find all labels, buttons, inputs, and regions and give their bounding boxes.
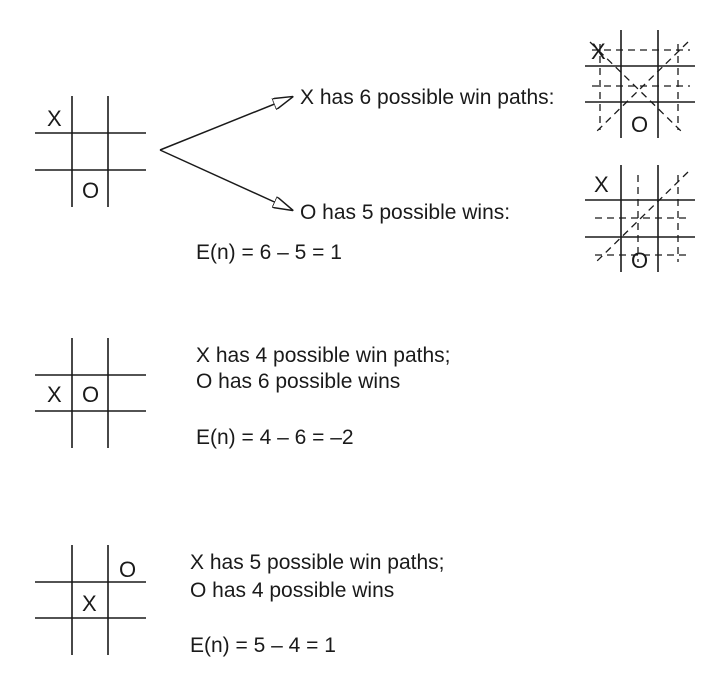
o-win-path-lines [595, 171, 689, 263]
o-paths-board-x: X [594, 172, 609, 197]
board-2-o-mark: O [82, 382, 99, 407]
equation-2: E(n) = 4 – 6 = –2 [196, 426, 354, 449]
board-1-x-mark: X [47, 106, 62, 131]
example-3-line-1: X has 5 possible win paths; [190, 551, 444, 574]
board-3 [35, 545, 146, 655]
equation-3: E(n) = 5 – 4 = 1 [190, 634, 336, 657]
board-3-o-mark: O [119, 557, 136, 582]
example-3-line-2: O has 4 possible wins [190, 579, 394, 602]
board-1 [35, 96, 146, 207]
board-3-x-mark: X [82, 591, 97, 616]
equation-1: E(n) = 6 – 5 = 1 [196, 241, 342, 264]
x-win-paths-label: X has 6 possible win paths: [300, 86, 554, 109]
x-paths-board-x: X [591, 39, 606, 64]
x-win-path-lines [589, 41, 690, 133]
example-2-line-2: O has 6 possible wins [196, 370, 400, 393]
board-2-x-mark: X [47, 382, 62, 407]
board-2 [35, 338, 146, 448]
arrow-to-x [159, 97, 292, 151]
arrows [159, 97, 292, 210]
o-win-paths-label: O has 5 possible wins: [300, 201, 510, 224]
example-2-line-1: X has 4 possible win paths; [196, 344, 450, 367]
o-paths-board-o: O [631, 248, 648, 273]
x-paths-board-o: O [631, 112, 648, 137]
x-paths-board [585, 30, 695, 138]
arrow-to-o [159, 149, 292, 210]
board-1-o-mark: O [82, 178, 99, 203]
